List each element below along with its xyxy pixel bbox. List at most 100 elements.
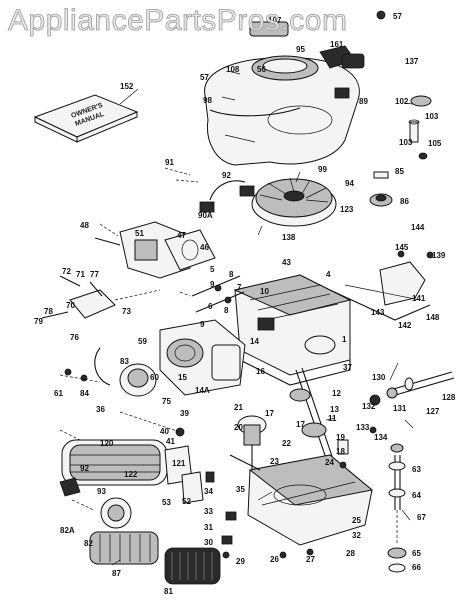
callout-16: 16 [256, 367, 265, 376]
callout-83: 83 [120, 357, 129, 366]
right-shaft [369, 371, 455, 406]
callout-75: 75 [162, 397, 171, 406]
governor-bracket [329, 250, 434, 321]
callout-52: 52 [182, 497, 191, 506]
callout-132: 132 [362, 402, 376, 411]
callout-57b: 57 [200, 73, 209, 82]
cylinder-block [233, 274, 352, 386]
callout-29: 29 [236, 557, 245, 566]
callout-7: 7 [237, 283, 242, 292]
callout-19: 19 [336, 433, 345, 442]
callout-35: 35 [236, 485, 245, 494]
callout-63: 63 [412, 465, 421, 474]
callout-108: 108 [226, 65, 240, 74]
callout-103a: 103 [425, 112, 439, 121]
callout-6: 6 [208, 302, 213, 311]
callout-70: 70 [66, 301, 75, 310]
callout-57: 57 [393, 12, 402, 21]
callout-14a: 14A [195, 386, 210, 395]
callout-85: 85 [395, 167, 404, 176]
callout-120: 120 [100, 439, 114, 448]
callout-71: 71 [76, 270, 85, 279]
callout-59: 59 [138, 337, 147, 346]
callout-10: 10 [260, 287, 269, 296]
pre-cleaner [164, 547, 221, 585]
callout-161: 161 [330, 40, 344, 49]
callout-4: 4 [326, 270, 331, 279]
callout-139: 139 [432, 251, 446, 260]
callout-8b: 8 [224, 306, 229, 315]
callout-9b: 9 [200, 320, 205, 329]
air-cleaner-parts [59, 445, 204, 529]
callout-102: 102 [395, 97, 409, 106]
callout-11: 11 [328, 414, 337, 423]
sump-base [247, 454, 374, 559]
callout-41: 41 [166, 437, 175, 446]
owners-manual-booklet: OWNER'S MANUAL [33, 94, 139, 143]
callout-143: 143 [371, 308, 385, 317]
callout-60: 60 [150, 373, 159, 382]
dipstick-tube [387, 443, 407, 573]
callout-94: 94 [345, 179, 354, 188]
callout-142: 142 [398, 321, 412, 330]
callout-105: 105 [428, 139, 442, 148]
callout-98: 98 [203, 96, 212, 105]
callout-56: 56 [257, 65, 266, 74]
callout-133: 133 [356, 423, 370, 432]
callout-91: 91 [165, 158, 174, 167]
callout-131: 131 [393, 404, 407, 413]
callout-labels: 152 107 57 95 161 137 57 108 56 98 89 10… [34, 12, 456, 596]
callout-25: 25 [352, 516, 361, 525]
callout-64: 64 [412, 491, 421, 500]
misc-fasteners [59, 411, 377, 559]
callout-145: 145 [395, 243, 409, 252]
air-filter-housing [61, 439, 168, 486]
callout-107: 107 [268, 16, 282, 25]
right-upper-parts [341, 10, 432, 160]
callout-78: 78 [44, 307, 53, 316]
piston-rod [237, 415, 267, 470]
carburetor-assembly [94, 221, 216, 279]
callout-148: 148 [426, 313, 440, 322]
callout-5: 5 [210, 265, 215, 274]
filter-element [89, 531, 159, 565]
callout-123: 123 [340, 205, 354, 214]
callout-82a: 82A [60, 526, 75, 535]
callout-86: 86 [400, 197, 409, 206]
callout-73: 73 [122, 307, 131, 316]
callout-17a: 17 [265, 409, 274, 418]
callout-92: 92 [222, 171, 231, 180]
callout-130: 130 [372, 373, 386, 382]
callout-141: 141 [412, 294, 426, 303]
ignition-parts [164, 167, 255, 213]
callout-81: 81 [164, 587, 173, 596]
callout-92b: 92 [80, 464, 89, 473]
callout-127: 127 [426, 407, 440, 416]
callout-21: 21 [234, 403, 243, 412]
flywheel [251, 177, 337, 227]
callout-144: 144 [411, 223, 425, 232]
callout-40: 40 [160, 427, 169, 436]
callout-121: 121 [172, 459, 186, 468]
callout-53: 53 [162, 498, 171, 507]
callout-8a: 8 [229, 270, 234, 279]
callout-46: 46 [200, 243, 209, 252]
callout-48: 48 [80, 221, 89, 230]
carburetor-bowl [59, 347, 157, 397]
callout-28: 28 [346, 549, 355, 558]
callout-76: 76 [70, 333, 79, 342]
callout-26: 26 [270, 555, 279, 564]
callout-89: 89 [359, 97, 368, 106]
callout-22: 22 [282, 439, 291, 448]
site-watermark-title: AppliancePartsPros.com [8, 4, 348, 38]
callout-23: 23 [270, 457, 279, 466]
callout-137: 137 [405, 57, 419, 66]
callout-30: 30 [204, 538, 213, 547]
flywheel-nut [369, 171, 393, 207]
callout-20: 20 [234, 423, 243, 432]
callout-36: 36 [96, 405, 105, 414]
callout-134: 134 [374, 433, 388, 442]
callout-47: 47 [177, 231, 186, 240]
callout-90a: 90A [198, 211, 213, 220]
callout-72: 72 [62, 267, 71, 276]
